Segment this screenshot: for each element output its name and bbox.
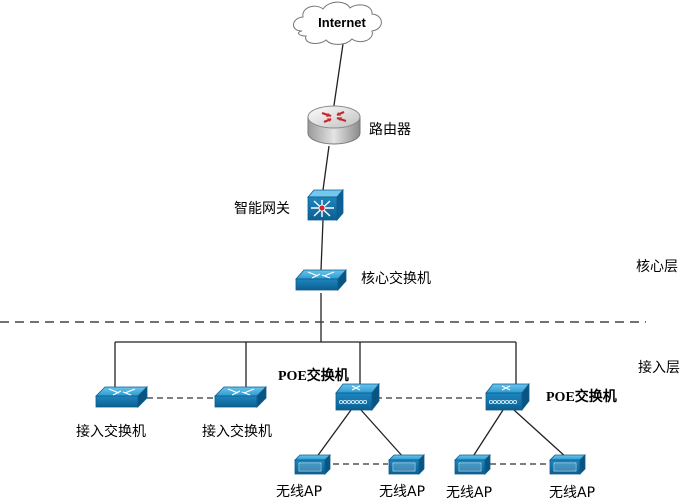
internet-label: Internet: [318, 15, 366, 30]
poe-switch-2-label: POE交换机: [546, 388, 617, 405]
link-poe2-ap3: [471, 409, 504, 459]
wireless-ap-3: [454, 454, 491, 475]
poe-switch-1: [335, 382, 380, 412]
link-gateway-core-switch: [320, 219, 324, 271]
access-switch-2-label: 接入交换机: [202, 423, 272, 440]
multilayer-switch-icon: [307, 188, 344, 222]
switch-icon: [295, 268, 347, 292]
poe-switch-icon: [335, 382, 380, 412]
wireless-ap-icon: [294, 454, 331, 475]
cloud-icon: [293, 1, 382, 45]
wireless-ap-icon: [549, 454, 586, 475]
link-poe1-ap1: [315, 409, 352, 459]
wireless-ap-1-label: 无线AP: [276, 484, 322, 500]
poe-switch-1-label: POE交换机: [278, 367, 349, 384]
access-layer-label: 接入层: [638, 359, 680, 376]
dashed-links: [147, 397, 550, 465]
wireless-ap-icon: [388, 454, 425, 475]
link-poe1-ap2: [360, 409, 405, 459]
poe-switch-icon: [485, 382, 530, 412]
wireless-ap-1: [294, 454, 331, 475]
access-switch-1: [95, 386, 148, 408]
wireless-ap-4: [549, 454, 586, 475]
wireless-ap-2-label: 无线AP: [379, 484, 425, 500]
link-poe2-ap4: [513, 409, 568, 459]
link-router-gateway: [322, 145, 330, 191]
wireless-ap-icon: [454, 454, 491, 475]
core-switch: [295, 268, 347, 292]
access-switch-1-label: 接入交换机: [76, 423, 146, 440]
gateway-label: 智能网关: [234, 201, 290, 217]
switch-icon: [214, 386, 267, 408]
wireless-ap-2: [388, 454, 425, 475]
wireless-ap-3-label: 无线AP: [446, 485, 492, 501]
poe-switch-2: [485, 382, 530, 412]
link-internet-router: [332, 43, 344, 113]
router-icon: [307, 105, 361, 145]
access-switch-2: [214, 386, 267, 408]
core-layer-label: 核心层: [636, 259, 678, 275]
core-switch-label: 核心交换机: [361, 270, 431, 287]
connection-lines: [114, 43, 568, 459]
router-label: 路由器: [369, 122, 411, 138]
wireless-ap-4-label: 无线AP: [549, 485, 595, 501]
switch-icon: [95, 386, 148, 408]
